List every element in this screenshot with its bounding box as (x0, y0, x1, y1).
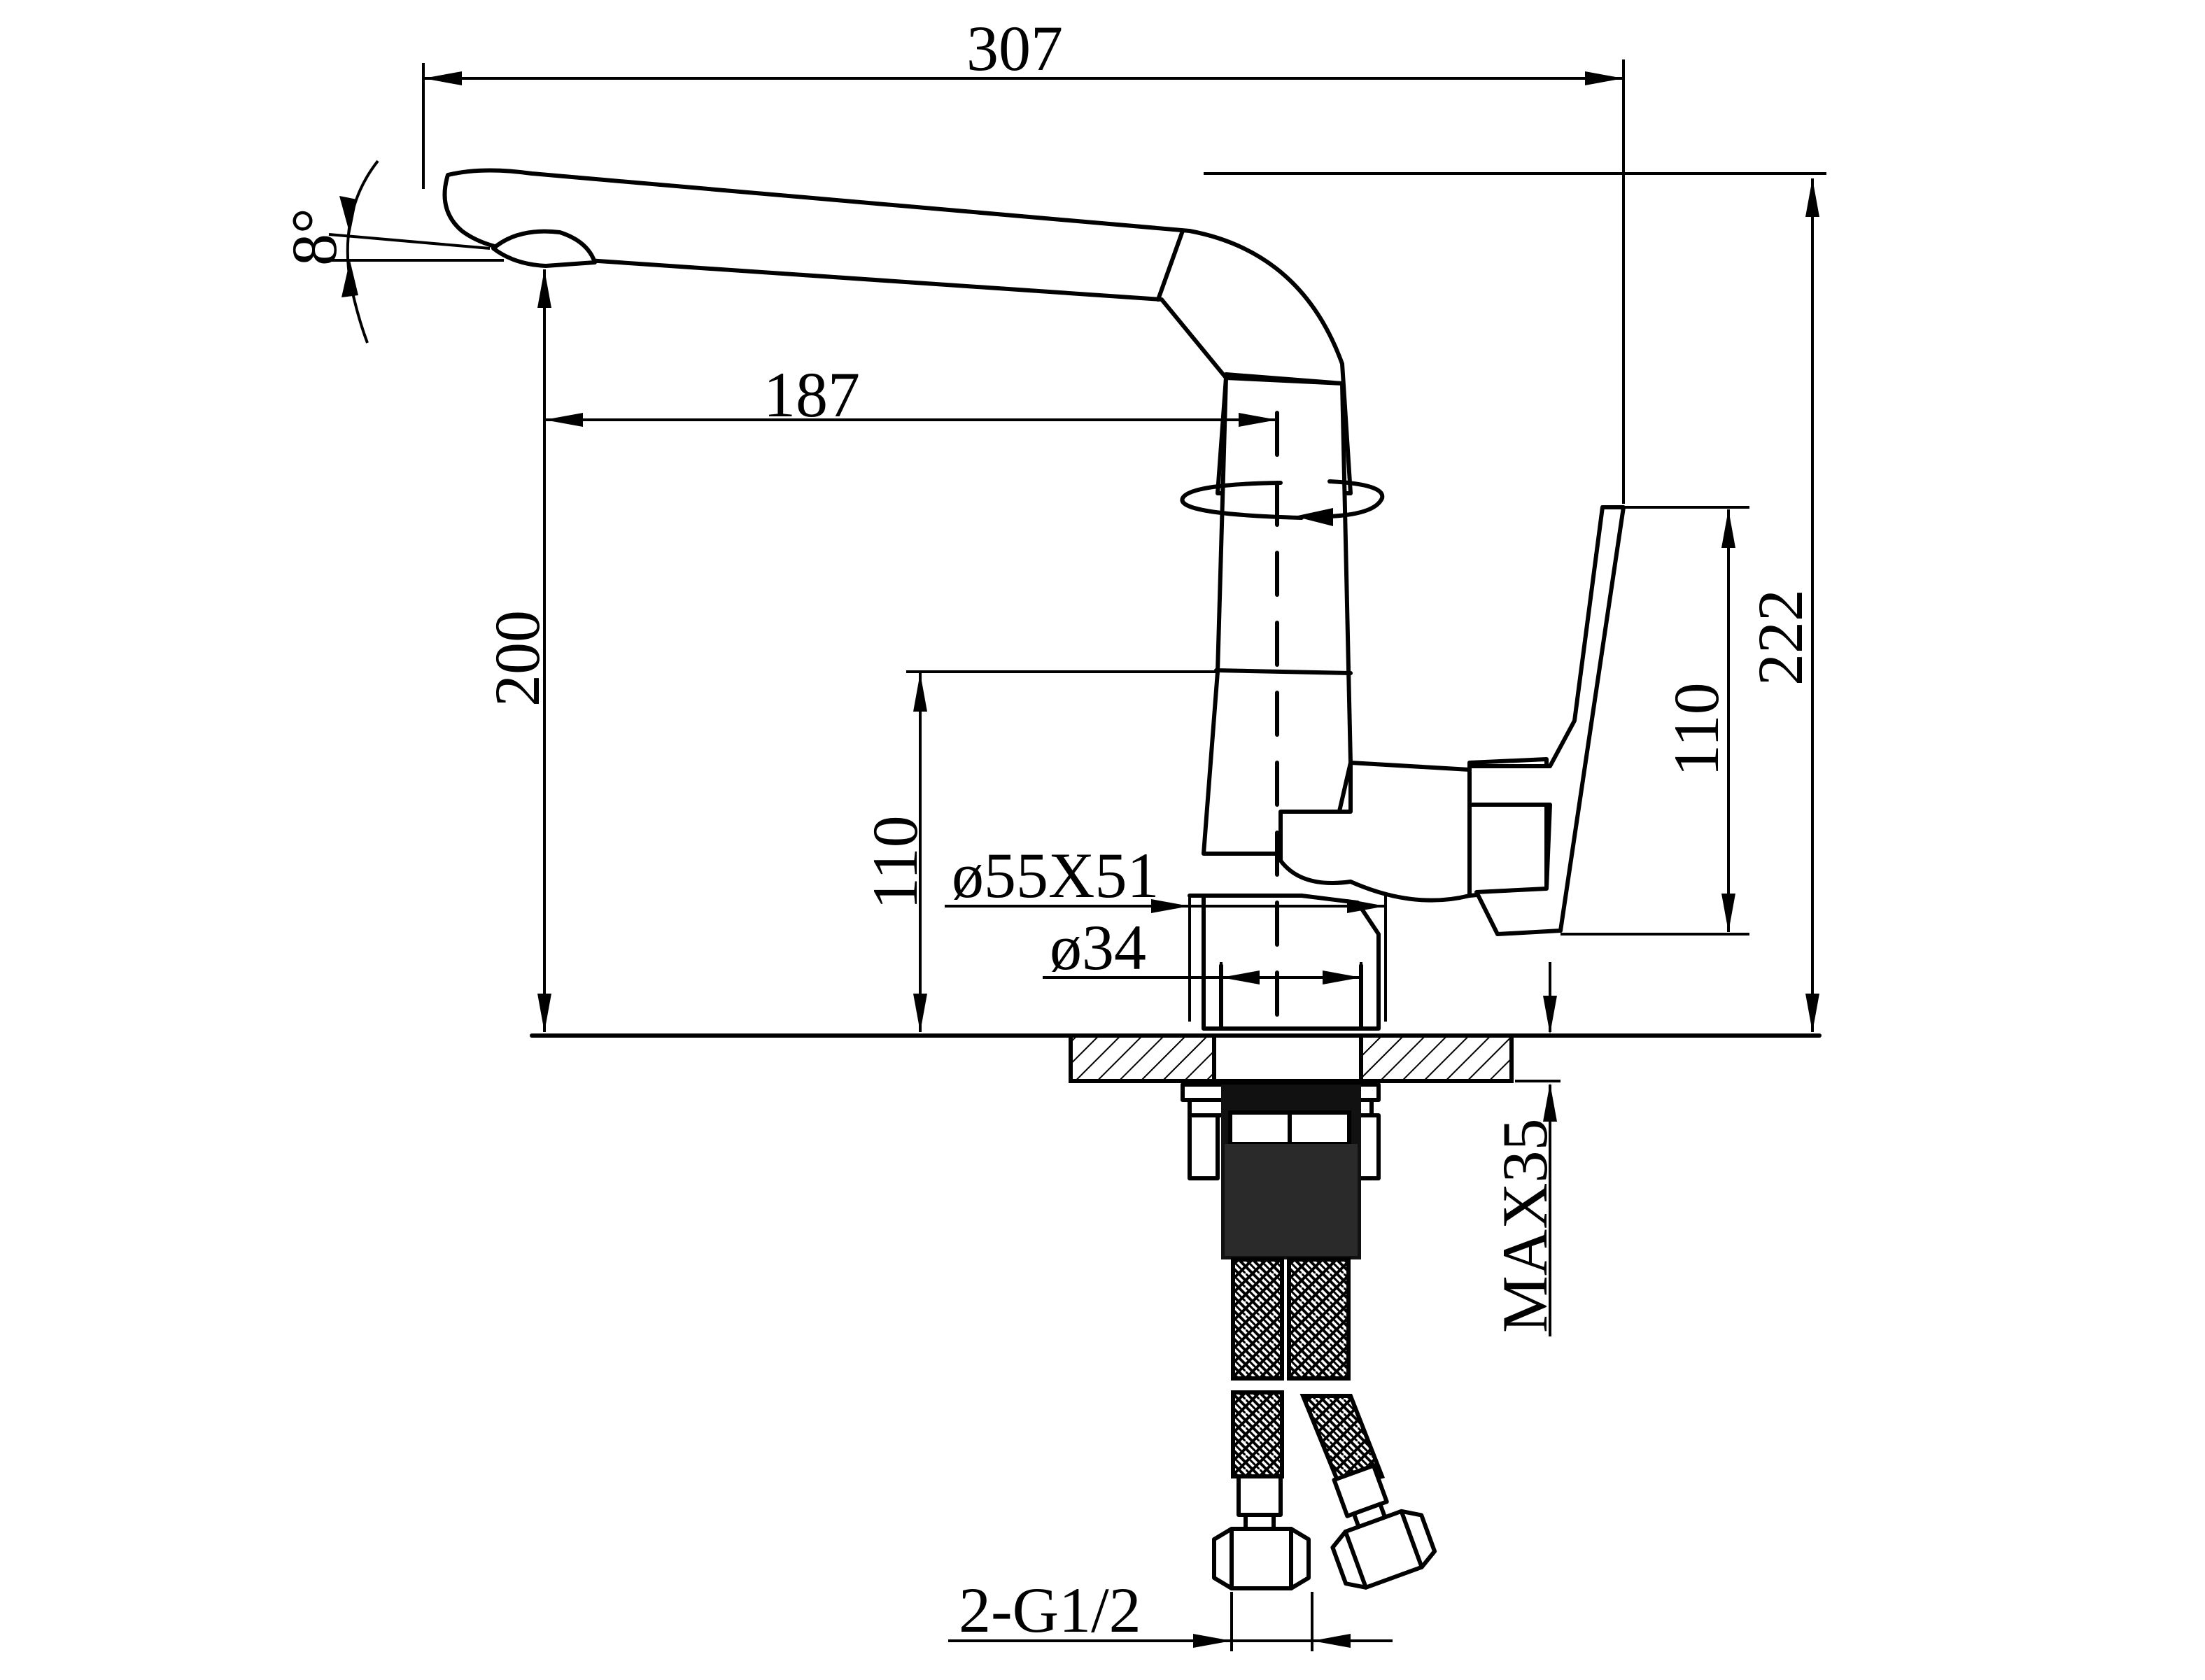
dimension-overall-length: 307 (422, 13, 1625, 504)
spout-joint-line (1156, 229, 1185, 302)
cartridge-housing (1278, 761, 1472, 903)
dimension-label-110-right: 110 (1661, 682, 1732, 777)
dimension-label-55x51: ø55X51 (952, 840, 1159, 911)
base-flange (1188, 894, 1381, 1031)
aerator (491, 229, 597, 268)
lever-handle (1467, 505, 1626, 936)
faucet-outline (442, 168, 1626, 1031)
dimension-connection-thread: 2-G1/2 (948, 1574, 1393, 1651)
spout (442, 168, 1353, 495)
countertop-section (1069, 1033, 1514, 1083)
dimension-label-110-left: 110 (859, 815, 931, 910)
dimension-label-max35: MAX35 (1489, 1118, 1561, 1333)
column-joint-line (1214, 668, 1353, 675)
dimension-label-8-degrees: 8° (279, 208, 350, 266)
dimension-label-222: 222 (1745, 589, 1816, 686)
dimension-lever-height: 110 (1561, 506, 1749, 936)
dimension-total-height: 222 (1745, 178, 1819, 1032)
mounting-hardware (1181, 1082, 1381, 1259)
dimension-spout-height: 200 (481, 269, 553, 1032)
dimension-max-deck-thickness: MAX35 (1489, 962, 1561, 1336)
dimension-body-diameter: ø34 (1043, 912, 1362, 1022)
supply-hoses (1231, 1257, 1386, 1490)
dimension-spout-angle: 8° (279, 160, 504, 344)
dimension-label-187: 187 (763, 359, 860, 430)
dimension-label-34: ø34 (1050, 912, 1146, 983)
dimension-spout-reach: 187 (544, 359, 1277, 430)
dimension-base-to-lever: 110 (859, 670, 1218, 1032)
swivel-rotation-indicator (1180, 479, 1385, 526)
dimension-label-2-g1-2: 2-G1/2 (959, 1574, 1141, 1646)
dimension-label-307: 307 (966, 13, 1063, 84)
dimension-label-200: 200 (481, 610, 553, 707)
hose-fittings (1212, 1463, 1437, 1590)
dimension-base-diameter: ø55X51 (945, 840, 1387, 1022)
